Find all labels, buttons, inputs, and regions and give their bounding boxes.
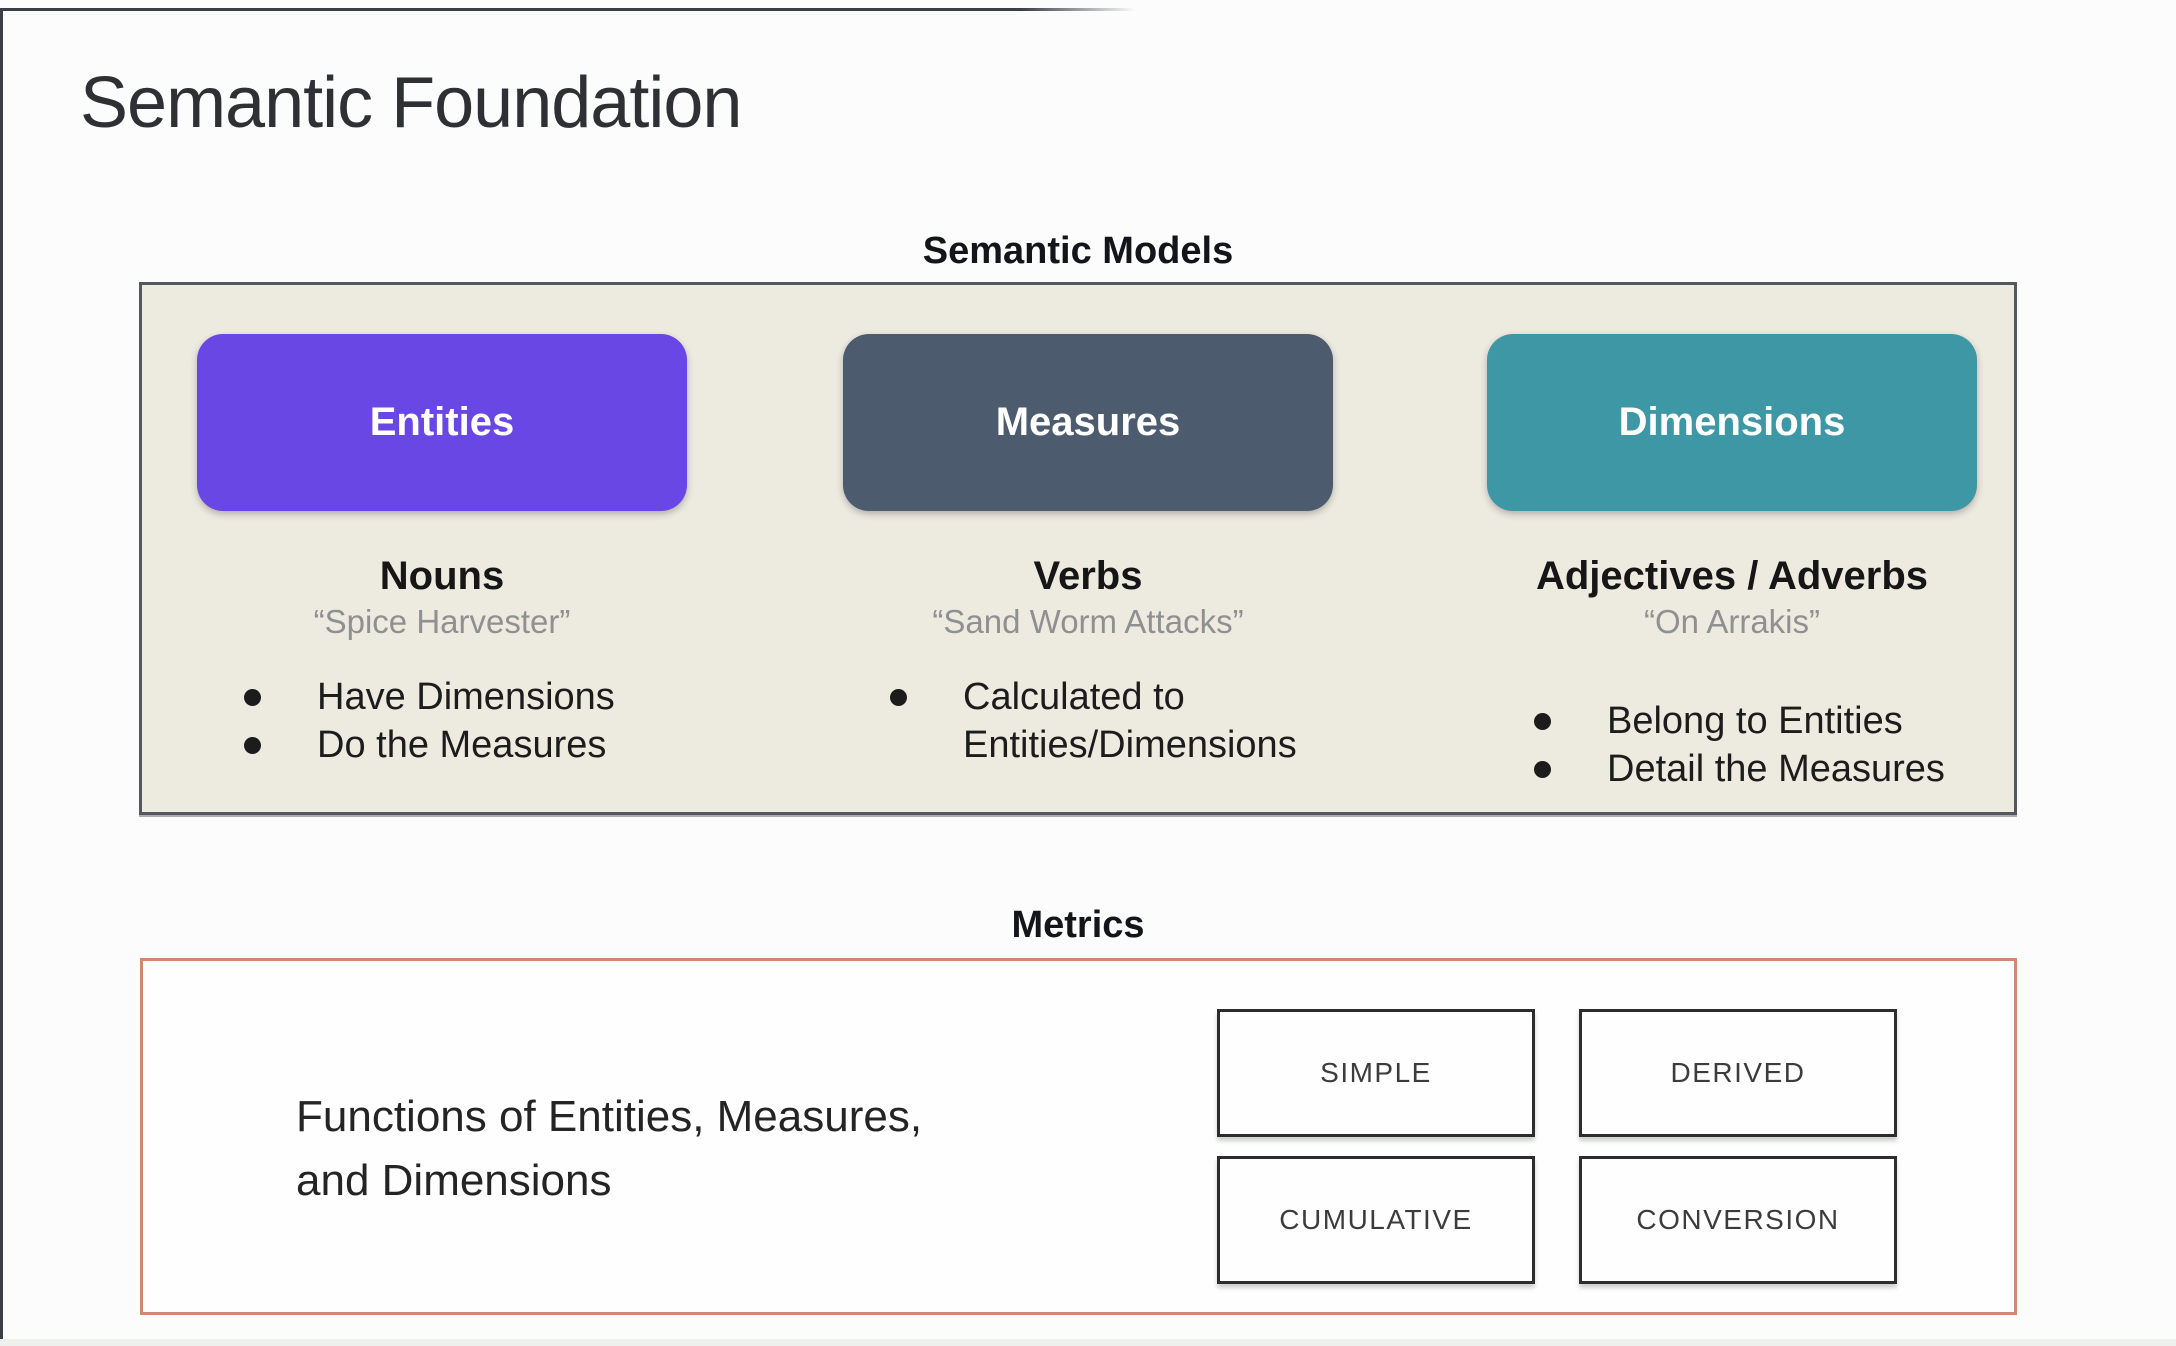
entities-pill: Entities [197,334,687,511]
slide-title: Semantic Foundation [80,63,742,143]
metric-types-grid: SIMPLE DERIVED CUMULATIVE CONVERSION [1217,1009,1897,1284]
measures-column: Measures Verbs “Sand Worm Attacks” Calcu… [798,285,1378,769]
dimensions-bullet-list: Belong to Entities Detail the Measures [1442,697,2022,793]
entities-example-label: “Spice Harvester” [313,603,571,640]
metrics-description: Functions of Entities, Measures, and Dim… [296,1085,922,1213]
semantic-models-panel: Entities Nouns “Spice Harvester” Have Di… [139,282,2017,815]
semantic-models-heading: Semantic Models [922,230,1234,272]
measures-bullet-list: Calculated to Entities/Dimensions [798,673,1378,769]
list-item: Have Dimensions [152,673,732,721]
window-edge-left [0,8,3,1346]
dimensions-pill: Dimensions [1487,334,1977,511]
metric-type-cumulative: CUMULATIVE [1217,1156,1535,1284]
bullet-icon [244,689,261,706]
metric-type-simple: SIMPLE [1217,1009,1535,1137]
list-item: Calculated to Entities/Dimensions [798,673,1378,769]
metrics-heading: Metrics [1011,904,1145,946]
metrics-description-line2: and Dimensions [296,1156,612,1205]
metrics-description-line1: Functions of Entities, Measures, [296,1092,923,1141]
metrics-panel: Functions of Entities, Measures, and Dim… [140,958,2017,1315]
list-item: Belong to Entities [1442,697,2022,745]
metric-type-derived: DERIVED [1579,1009,1897,1137]
measures-pill: Measures [843,334,1333,511]
list-item: Detail the Measures [1442,745,2022,793]
bullet-icon [1534,761,1551,778]
bullet-icon [890,689,907,706]
entities-bullet-list: Have Dimensions Do the Measures [152,673,732,769]
window-edge-top [0,8,1135,11]
entities-column: Entities Nouns “Spice Harvester” Have Di… [152,285,732,769]
list-item: Do the Measures [152,721,732,769]
dimensions-role-label: Adjectives / Adverbs [1535,554,1928,598]
entities-role-label: Nouns [379,554,505,598]
dimensions-column: Dimensions Adjectives / Adverbs “On Arra… [1442,285,2022,793]
bullet-icon [1534,713,1551,730]
metric-type-conversion: CONVERSION [1579,1156,1897,1284]
bullet-icon [244,737,261,754]
dimensions-example-label: “On Arrakis” [1643,603,1821,640]
measures-role-label: Verbs [1033,554,1143,598]
slide-bottom-edge [0,1339,2176,1346]
measures-example-label: “Sand Worm Attacks” [932,603,1244,640]
